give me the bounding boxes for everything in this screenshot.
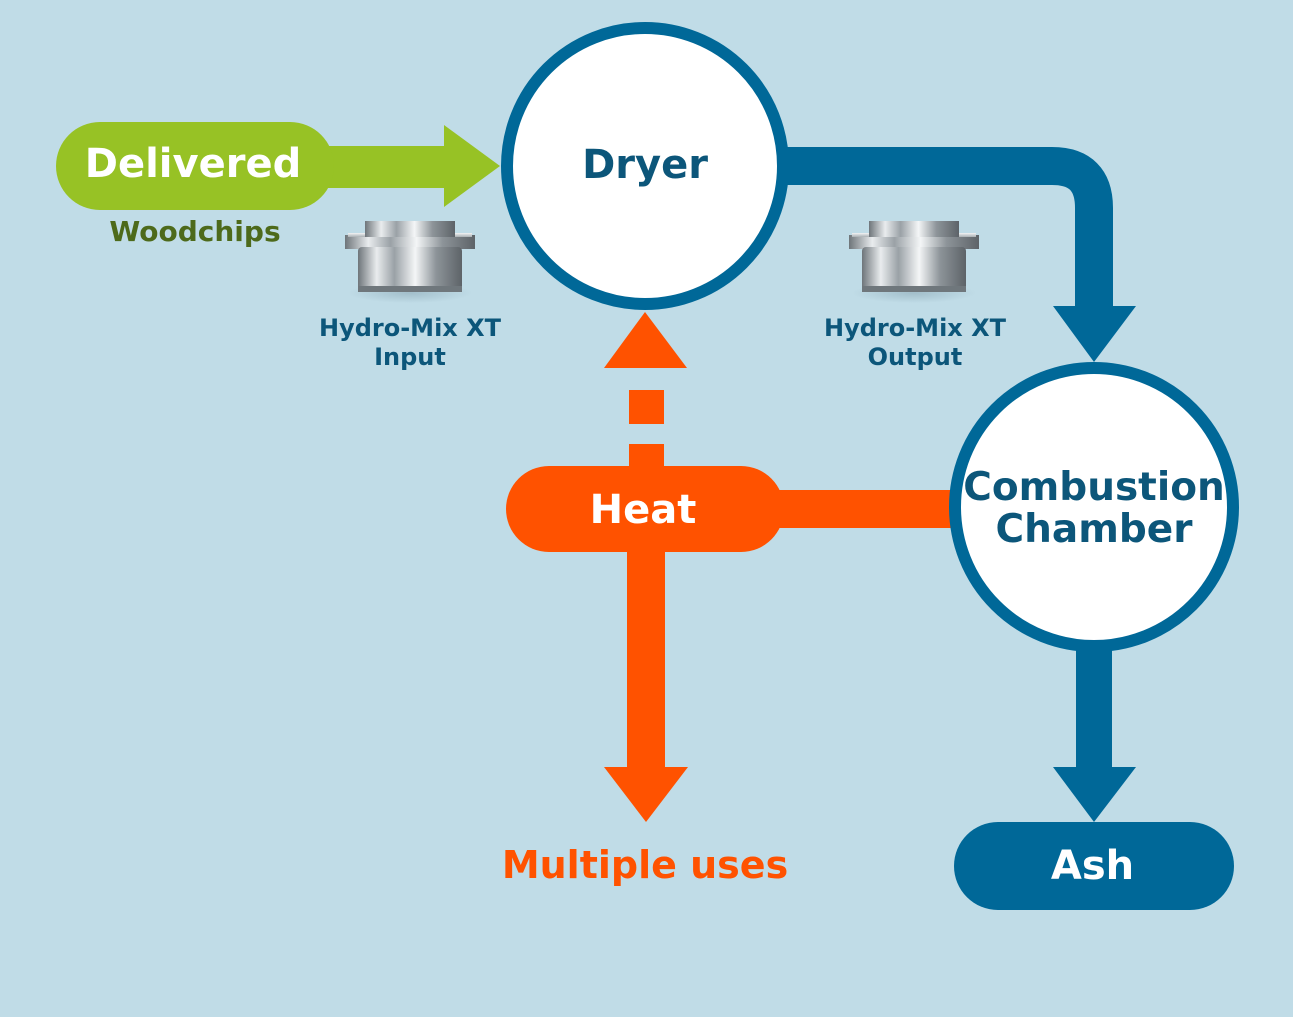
delivered-label: Delivered — [84, 141, 302, 187]
dryer-to-combustion-arrowhead — [1053, 306, 1136, 362]
woodchips-label: Woodchips — [109, 215, 281, 248]
heat-label: Heat — [589, 487, 697, 533]
hydro-mix-input-label: Hydro-Mix XT Input — [300, 314, 520, 372]
hydro-mix-output-line1: Hydro-Mix XT — [823, 314, 1006, 342]
heat-to-multiple-uses-arrow — [604, 530, 688, 822]
delivered-pill — [56, 122, 334, 210]
combustion-label-line2: Chamber — [995, 507, 1193, 553]
metal-fitting-icon — [345, 221, 475, 303]
dryer-circle — [501, 22, 789, 310]
heat-pill — [506, 466, 784, 552]
combustion-chamber-circle — [949, 362, 1239, 652]
heat-to-dryer-arrow — [604, 312, 687, 468]
heat-combustion-connector — [760, 490, 955, 528]
dryer-label: Dryer — [582, 142, 708, 188]
hydro-mix-output-label: Hydro-Mix XT Output — [805, 314, 1025, 372]
combustion-label-line1: Combustion — [963, 465, 1225, 510]
ash-label: Ash — [1050, 843, 1135, 889]
hydro-mix-input-line2: Input — [374, 342, 446, 371]
combustion-chamber-label: Combustion Chamber — [950, 465, 1238, 553]
hydro-mix-output-line2: Output — [867, 342, 963, 371]
combustion-to-ash-arrow — [1053, 640, 1136, 822]
hydro-mix-input-line1: Hydro-Mix XT — [318, 314, 501, 342]
metal-fitting-icon — [849, 221, 979, 303]
multiple-uses-label: Multiple uses — [501, 843, 789, 887]
dryer-to-combustion-pipe — [780, 147, 1113, 312]
ash-pill — [954, 822, 1234, 910]
